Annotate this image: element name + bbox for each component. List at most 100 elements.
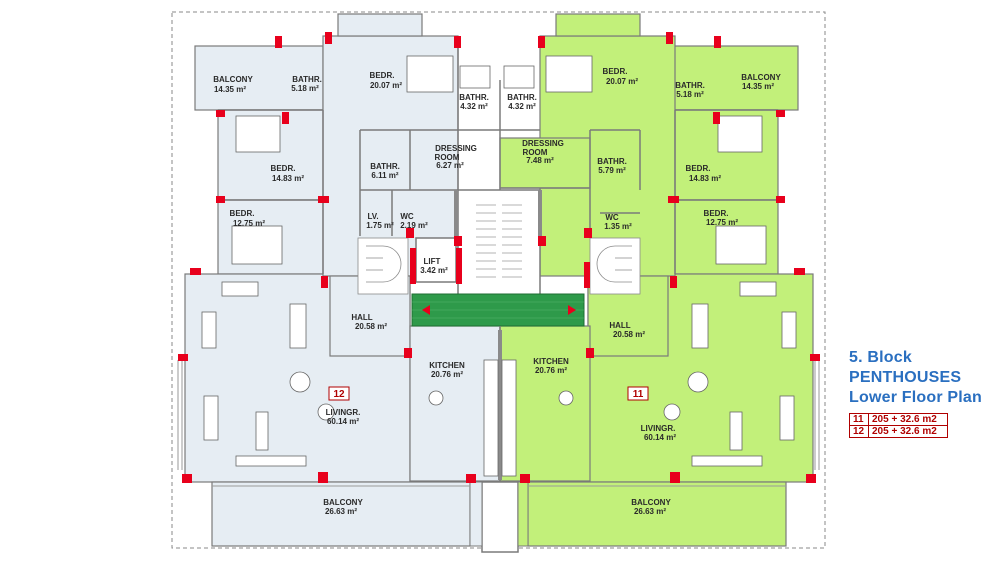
plan-type: PENTHOUSES [849,369,962,386]
room-name: BATHR. [507,93,537,102]
room-name: LV. [367,212,378,221]
room-area: 4.32 m² [460,102,488,111]
unit-11-tag: 11 [633,389,644,400]
room-name: BALCONY [213,75,253,84]
room-name: BEDR. [704,209,729,218]
room-name: BALCONY [323,498,363,507]
room-name: LIVINGR. [326,408,361,417]
room-area: 3.42 m² [420,266,448,275]
room-name: BEDR. [603,67,628,76]
stair-treads [476,204,522,278]
room-area: 60.14 m² [644,433,676,442]
room-name: ROOM [435,153,460,162]
room-name: KITCHEN [533,357,569,366]
room-area: 26.63 m² [325,507,357,516]
room-name: BATHR. [597,157,627,166]
core-shaft [481,481,519,553]
bed-icon [406,55,454,93]
block-title: 5. Block [849,349,912,366]
room-area: 14.83 m² [272,174,304,183]
arrow-left-icon [422,305,430,315]
lift-shaft [415,237,457,283]
bed-icon [231,225,283,265]
left-internal-stair [357,237,409,295]
room-area: 2.19 m² [400,221,428,230]
unit-area-table: 11 205 + 32.6 m2 12 205 + 32.6 m2 [849,413,948,438]
dining-table-icon [428,390,444,406]
room-area: 7.48 m² [526,156,554,165]
sofa-icon [201,311,217,349]
bed-icon [717,115,763,153]
table-row: 11 205 + 32.6 m2 [849,413,948,426]
room-name: LIVINGR. [641,424,676,433]
room-name: KITCHEN [429,361,465,370]
sofa-icon [779,395,795,441]
tv-unit-icon [691,455,763,467]
room-area: 12.75 m² [233,219,265,228]
sofa-icon [221,281,259,297]
landing-hatch [412,301,584,319]
room-area: 60.14 m² [327,417,359,426]
core-walls [454,190,542,480]
room-area: 5.18 m² [676,90,704,99]
bathtub-icon [503,65,535,89]
room-name: HALL [351,313,372,322]
room-name: BATHR. [370,162,400,171]
unit-area: 205 + 32.6 m2 [868,413,948,426]
right-internal-stair [589,237,641,295]
room-area: 14.83 m² [689,174,721,183]
bed-icon [545,55,593,93]
room-name: BEDR. [230,209,255,218]
bed-icon [235,115,281,153]
room-name: DRESSING [522,139,564,148]
room-area: 5.79 m² [598,166,626,175]
chair-icon [687,371,709,393]
room-name: BATHR. [292,75,322,84]
sofa-icon [739,281,777,297]
sofa-icon [781,311,797,349]
room-name: WC [400,212,414,221]
room-name: BEDR. [271,164,296,173]
unit-number: 11 [849,413,869,426]
structural-columns [178,32,820,483]
unit-12-tag-box [328,386,350,401]
room-labels: BALCONY 14.35 m² BATHR. 5.18 m² BEDR. 20… [213,67,781,516]
room-area: 12.75 m² [706,218,738,227]
room-area: 20.58 m² [355,322,387,331]
unit-area: 205 + 32.6 m2 [868,425,948,438]
furniture-right [501,55,797,477]
dining-table-icon [558,390,574,406]
floor-plan: BALCONY 14.35 m² BATHR. 5.18 m² BEDR. 20… [171,11,826,553]
room-area: 6.11 m² [371,171,398,180]
coffee-table-icon [255,411,269,451]
unit-12-tag: 12 [333,389,345,400]
duct-right [517,481,529,547]
plan-legend: 5. Block PENTHOUSES Lower Floor Plan 11 … [849,348,982,438]
stair-core [457,189,541,296]
window-bands [177,360,820,487]
dining-table-icon [289,303,307,349]
room-name: BEDR. [686,164,711,173]
room-name: HALL [609,321,630,330]
room-name: LIFT [424,257,441,266]
room-area: 20.76 m² [535,366,567,375]
room-name: BALCONY [741,73,781,82]
counter-icon [483,359,499,477]
room-area: 20.07 m² [606,77,638,86]
room-name: BALCONY [631,498,671,507]
floor-name: Lower Floor Plan [849,389,982,406]
room-area: 20.58 m² [613,330,645,339]
chair-icon [289,371,311,393]
room-name: ROOM [523,148,548,157]
tv-unit-icon [235,455,307,467]
unit-11-area [499,13,814,547]
room-area: 4.32 m² [508,102,536,111]
bathtub-icon [459,65,491,89]
room-name: DRESSING [435,144,477,153]
room-area: 6.27 m² [436,161,464,170]
sofa-icon [203,395,219,441]
room-name: BATHR. [459,93,489,102]
duct-left [469,481,483,547]
bed-icon [715,225,767,265]
room-area: 14.35 m² [214,85,246,94]
